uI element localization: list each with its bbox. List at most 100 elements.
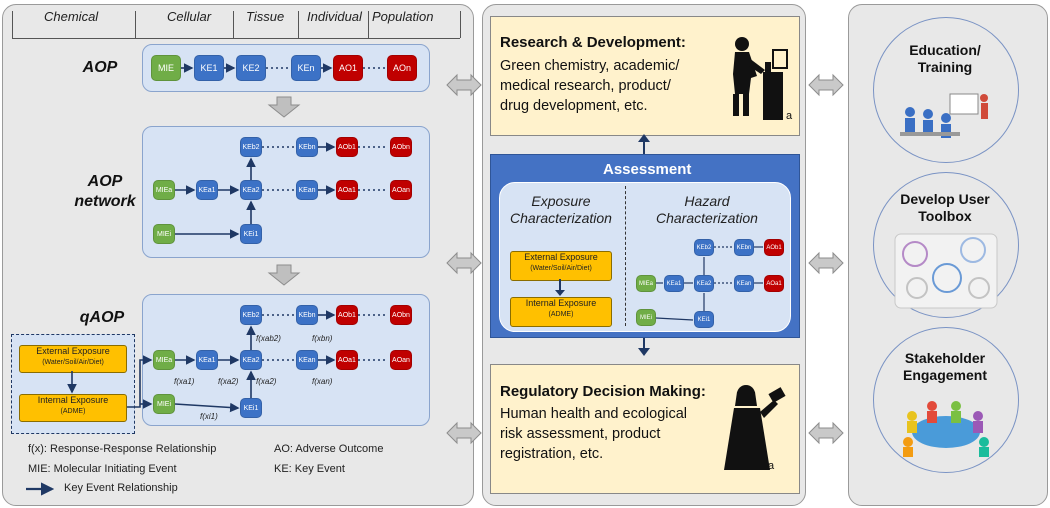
hazard-network-connectors: [655, 246, 763, 321]
q-ao-an-node: AOan: [390, 350, 412, 370]
hazard-title-line2: Characterization: [656, 210, 758, 226]
aon-node: AOn: [387, 55, 417, 81]
assessment-external-exposure-sub: (Water/Soil/Air/Diet): [530, 265, 592, 272]
fx-label: f(xa2): [218, 377, 239, 386]
h-ke-an-node: KEan: [734, 275, 754, 292]
q-ke-a2-node: KEa2: [240, 350, 262, 370]
ke2-node: KE2: [236, 55, 266, 81]
ken-node: KEn: [291, 55, 321, 81]
q-ke-an-node: KEan: [296, 350, 318, 370]
legend-fx: f(x): Response-Response Relationship: [28, 443, 217, 455]
aop-network-label-line2: network: [74, 193, 136, 210]
aop-network-label: AOP network: [70, 172, 140, 212]
education-title-line1: Education/: [909, 42, 981, 58]
level-cellular: Cellular: [167, 9, 212, 24]
level-divider: [135, 11, 136, 38]
ke-an-node: KEan: [296, 180, 318, 200]
regulatory-text-line: registration, etc.: [500, 446, 604, 462]
h-ke-i1-node: KEi1: [694, 311, 714, 328]
ke1-node: KE1: [194, 55, 224, 81]
level-population: Population: [372, 9, 434, 24]
q-mie-a-node: MIEa: [153, 350, 175, 370]
develop-toolbox-title: Develop User Toolbox: [873, 191, 1017, 225]
fx-label: f(xbn): [312, 334, 333, 343]
q-ao-bn-node: AObn: [390, 305, 412, 325]
regulatory-text-line: Human health and ecological: [500, 406, 688, 422]
fx-label: f(xa1): [174, 377, 195, 386]
mie-i-node: MIEi: [153, 224, 175, 244]
level-divider: [368, 11, 369, 38]
education-training-circle: [873, 17, 1019, 163]
fx-label: f(xab2): [256, 334, 281, 343]
research-text-line: Green chemistry, academic/: [500, 58, 680, 74]
regulatory-text-line: risk assessment, product: [500, 426, 661, 442]
judge-icon: [724, 385, 786, 470]
internal-exposure-box: Internal Exposure (ADME): [19, 394, 127, 422]
external-exposure-box: External Exposure (Water/Soil/Air/Diet): [19, 345, 127, 373]
research-title: Research & Development:: [500, 34, 686, 51]
ao-a1-node: AOa1: [336, 180, 358, 200]
legend-ker: Key Event Relationship: [64, 482, 178, 494]
toolbox-title-line2: Toolbox: [918, 208, 972, 224]
regulatory-figure-mark: a: [768, 460, 775, 472]
exposure-title-line2: Characterization: [510, 210, 612, 226]
internal-exposure-sub: (ADME): [60, 408, 86, 415]
mie-a-node: MIEa: [153, 180, 175, 200]
level-divider: [233, 11, 234, 38]
assessment-divider: [625, 186, 626, 326]
classroom-icon: [900, 93, 988, 138]
ke-a1-node: KEa1: [196, 180, 218, 200]
fx-label: f(xa2): [256, 377, 277, 386]
q-ke-b2-node: KEb2: [240, 305, 262, 325]
ao-an-node: AOan: [390, 180, 412, 200]
toolbox-diagram-icon: [894, 233, 998, 309]
aop-label: AOP: [82, 59, 118, 76]
fx-label: f(xan): [312, 377, 333, 386]
research-text-line: medical research, product/: [500, 78, 671, 94]
assessment-internal-exposure: Internal Exposure (ADME): [510, 297, 612, 327]
fx-label: f(xi1): [200, 412, 218, 421]
h-mie-i-node: MIEi: [636, 309, 656, 326]
legend-ao: AO: Adverse Outcome: [274, 443, 384, 455]
ke-a2-node: KEa2: [240, 180, 262, 200]
internal-exposure-label: Internal Exposure: [37, 395, 109, 405]
q-ke-bn-node: KEbn: [296, 305, 318, 325]
external-exposure-label: External Exposure: [36, 346, 110, 356]
ke-i1-node: KEi1: [240, 224, 262, 244]
research-text-line: drug development, etc.: [500, 98, 648, 114]
assessment-internal-exposure-label: Internal Exposure: [525, 298, 597, 308]
level-chemical: Chemical: [44, 9, 99, 24]
h-ke-bn-node: KEbn: [734, 239, 754, 256]
ao-b1-node: AOb1: [336, 137, 358, 157]
h-ke-b2-node: KEb2: [694, 239, 714, 256]
level-divider: [12, 11, 13, 38]
aop-connectors: [26, 63, 388, 496]
assessment-external-exposure: External Exposure (Water/Soil/Air/Diet): [510, 251, 612, 281]
ke-bn-node: KEbn: [296, 137, 318, 157]
education-training-title: Education/ Training: [873, 42, 1017, 76]
qaop-label: qAOP: [79, 309, 125, 326]
education-title-line2: Training: [917, 59, 973, 75]
h-ao-b1-node: AOb1: [764, 239, 784, 256]
aop-network-label-line1: AOP: [87, 173, 123, 190]
meeting-table-icon: [903, 401, 989, 457]
stakeholder-engagement-circle: [873, 327, 1019, 473]
exposure-title-line1: Exposure: [531, 193, 591, 209]
toolbox-title-line1: Develop User: [900, 191, 990, 207]
ke-b2-node: KEb2: [240, 137, 262, 157]
q-ao-b1-node: AOb1: [336, 305, 358, 325]
assessment-internal-exposure-sub: (ADME): [548, 311, 574, 318]
assessment-external-exposure-label: External Exposure: [524, 252, 598, 262]
ao-bn-node: AObn: [390, 137, 412, 157]
assessment-exposure-arrow: [555, 279, 565, 296]
h-ke-a2-node: KEa2: [694, 275, 714, 292]
h-ke-a1-node: KEa1: [664, 275, 684, 292]
stakeholder-engagement-title: Stakeholder Engagement: [873, 350, 1017, 384]
researcher-icon: [733, 37, 788, 120]
level-tissue: Tissue: [246, 9, 285, 24]
regulatory-title: Regulatory Decision Making:: [500, 383, 706, 400]
exposure-characterization-title: Exposure Characterization: [500, 193, 622, 227]
hazard-characterization-title: Hazard Characterization: [632, 193, 782, 227]
levels-baseline: [12, 38, 460, 39]
research-figure-mark: a: [786, 110, 793, 122]
